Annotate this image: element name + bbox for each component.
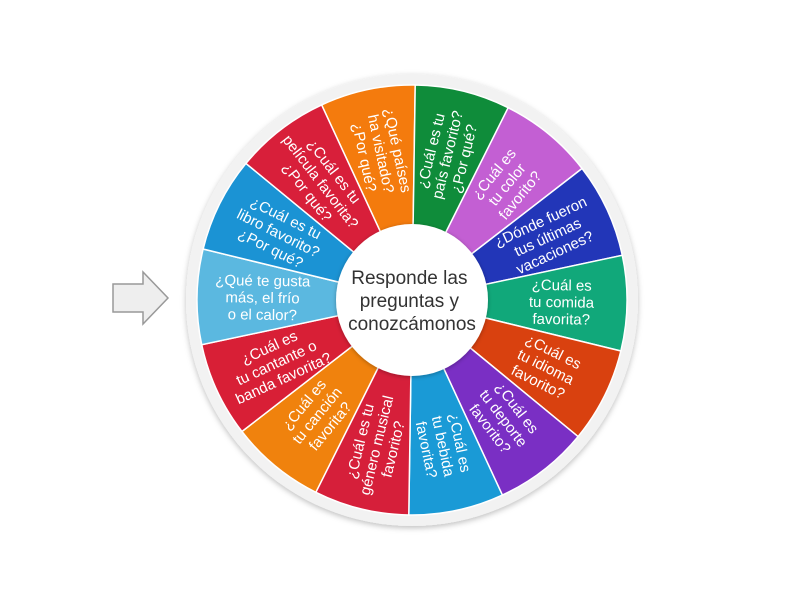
center-title-line: conozcámonos: [348, 314, 476, 335]
wheel-hub[interactable]: [336, 224, 488, 376]
segment-label-line: ¿Cuál es: [532, 277, 592, 295]
center-title: Responde las preguntas y conozcámonos: [348, 268, 476, 335]
segment-label-line: tu comida: [529, 294, 595, 312]
segment-label-line: favorita?: [532, 311, 590, 329]
center-title-line: Responde las: [351, 268, 467, 289]
segment-label: ¿Cuál estu comidafavorita?: [529, 277, 595, 329]
segment-label-line: más, el frío: [225, 289, 299, 307]
segment-label-line: o el calor?: [228, 306, 297, 324]
center-title-line: preguntas y: [360, 291, 460, 312]
segment-label-line: ¿Qué te gusta: [215, 272, 311, 290]
arrow-right-icon: [112, 270, 170, 326]
segment-label: ¿Qué te gustamás, el fríoo el calor?: [215, 272, 311, 324]
